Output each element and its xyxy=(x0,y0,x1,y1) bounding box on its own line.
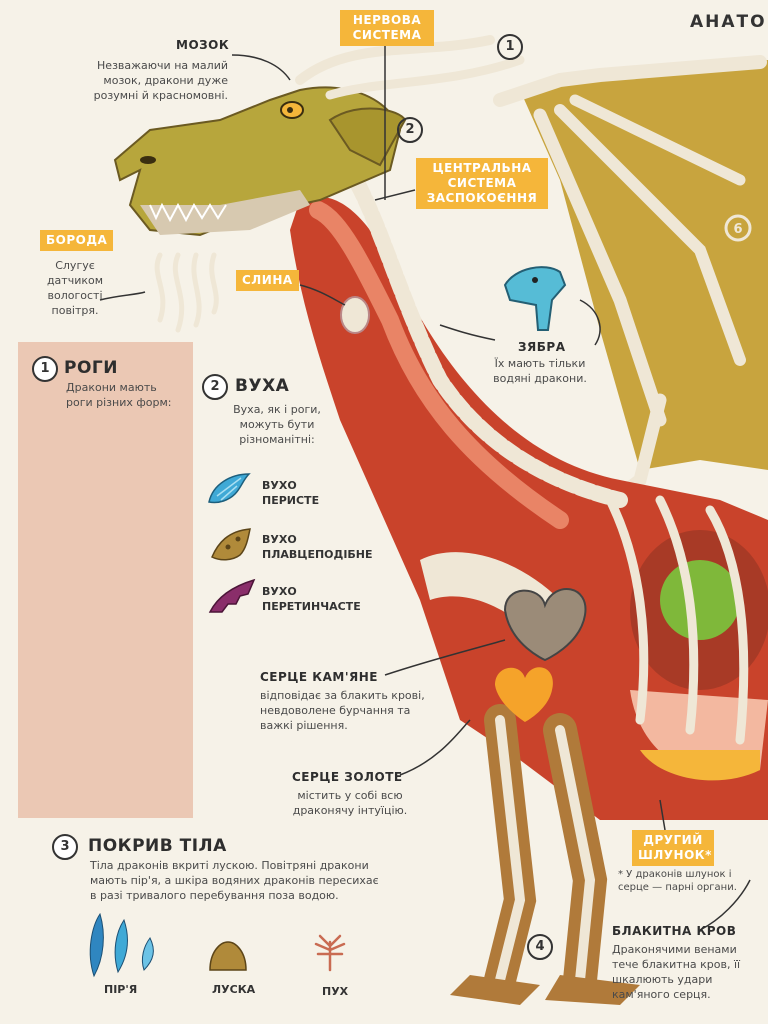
saliva-label: СЛИНА xyxy=(236,270,299,291)
blue-blood-text: Драконячими венами тече блакитна кров, ї… xyxy=(612,943,741,1001)
page-title: АНАТОМІ xyxy=(690,12,768,32)
section-3-number: 3 xyxy=(52,834,78,860)
central-calm-system-label: ЦЕНТРАЛЬНА СИСТЕМА ЗАСПОКОЄННЯ xyxy=(416,158,548,209)
membrane-ear-icon xyxy=(208,578,256,616)
body-covering-text: Тіла драконів вкриті лускою. Повітряні д… xyxy=(90,859,379,902)
horns-title: РОГИ xyxy=(64,358,118,378)
ear-type-membrane: ВУХО ПЕРЕТИНЧАСТЕ xyxy=(262,585,361,613)
ears-title: ВУХА xyxy=(235,376,290,396)
scale-icon xyxy=(208,940,248,972)
nervous-system-label: НЕРВОВА СИСТЕМА xyxy=(340,10,434,46)
marker-1: 1 xyxy=(497,34,523,60)
brain-label: МОЗОК xyxy=(176,38,230,52)
ear-type-feathered: ВУХО ПЕРИСТЕ xyxy=(262,479,320,507)
fin-ear-icon xyxy=(210,525,254,563)
marker-4: 4 xyxy=(527,934,553,960)
brain-text: Незважаючи на малий мозок, дракони дуже … xyxy=(93,59,228,102)
cover-type-scale: ЛУСКА xyxy=(212,983,256,996)
gills-text: Їх мають тільки водяні дракони. xyxy=(493,357,587,385)
gold-heart-text: містить у собі всю драконячу інтуїцію. xyxy=(292,789,408,817)
section-1-number: 1 xyxy=(32,356,58,382)
down-icon xyxy=(310,932,350,972)
beard-text: Слугує датчиком вологості повітря. xyxy=(46,259,104,317)
second-stomach-note: * У драконів шлунок і серце — парні орга… xyxy=(618,869,737,893)
feathered-ear-icon xyxy=(207,470,251,508)
gills-label: ЗЯБРА xyxy=(518,340,566,354)
feathers-icon xyxy=(84,912,168,978)
body-covering-title: ПОКРИВ ТІЛА xyxy=(88,836,227,856)
horns-panel xyxy=(18,342,193,818)
ears-text: Вуха, як і роги, можуть бути різноманітн… xyxy=(233,403,321,446)
stone-heart-label: СЕРЦЕ КАМ'ЯНЕ xyxy=(260,670,378,684)
section-2-number: 2 xyxy=(202,374,228,400)
ear-type-fin: ВУХО ПЛАВЦЕПОДІБНЕ xyxy=(262,533,373,561)
gold-heart-label: СЕРЦЕ ЗОЛОТЕ xyxy=(292,770,403,784)
beard-label: БОРОДА xyxy=(40,230,114,251)
horns-text: Дракони мають роги різних форм: xyxy=(66,381,172,409)
cover-type-down: ПУХ xyxy=(322,985,349,998)
cover-type-feathers: ПІР'Я xyxy=(104,983,138,996)
svg-text:6: 6 xyxy=(733,222,742,237)
second-stomach-label: ДРУГИЙ ШЛУНОК* xyxy=(632,830,714,866)
blue-blood-label: БЛАКИТНА КРОВ xyxy=(612,924,737,938)
marker-2: 2 xyxy=(397,117,423,143)
stone-heart-text: відповідає за блакить крові, невдоволене… xyxy=(260,689,425,732)
